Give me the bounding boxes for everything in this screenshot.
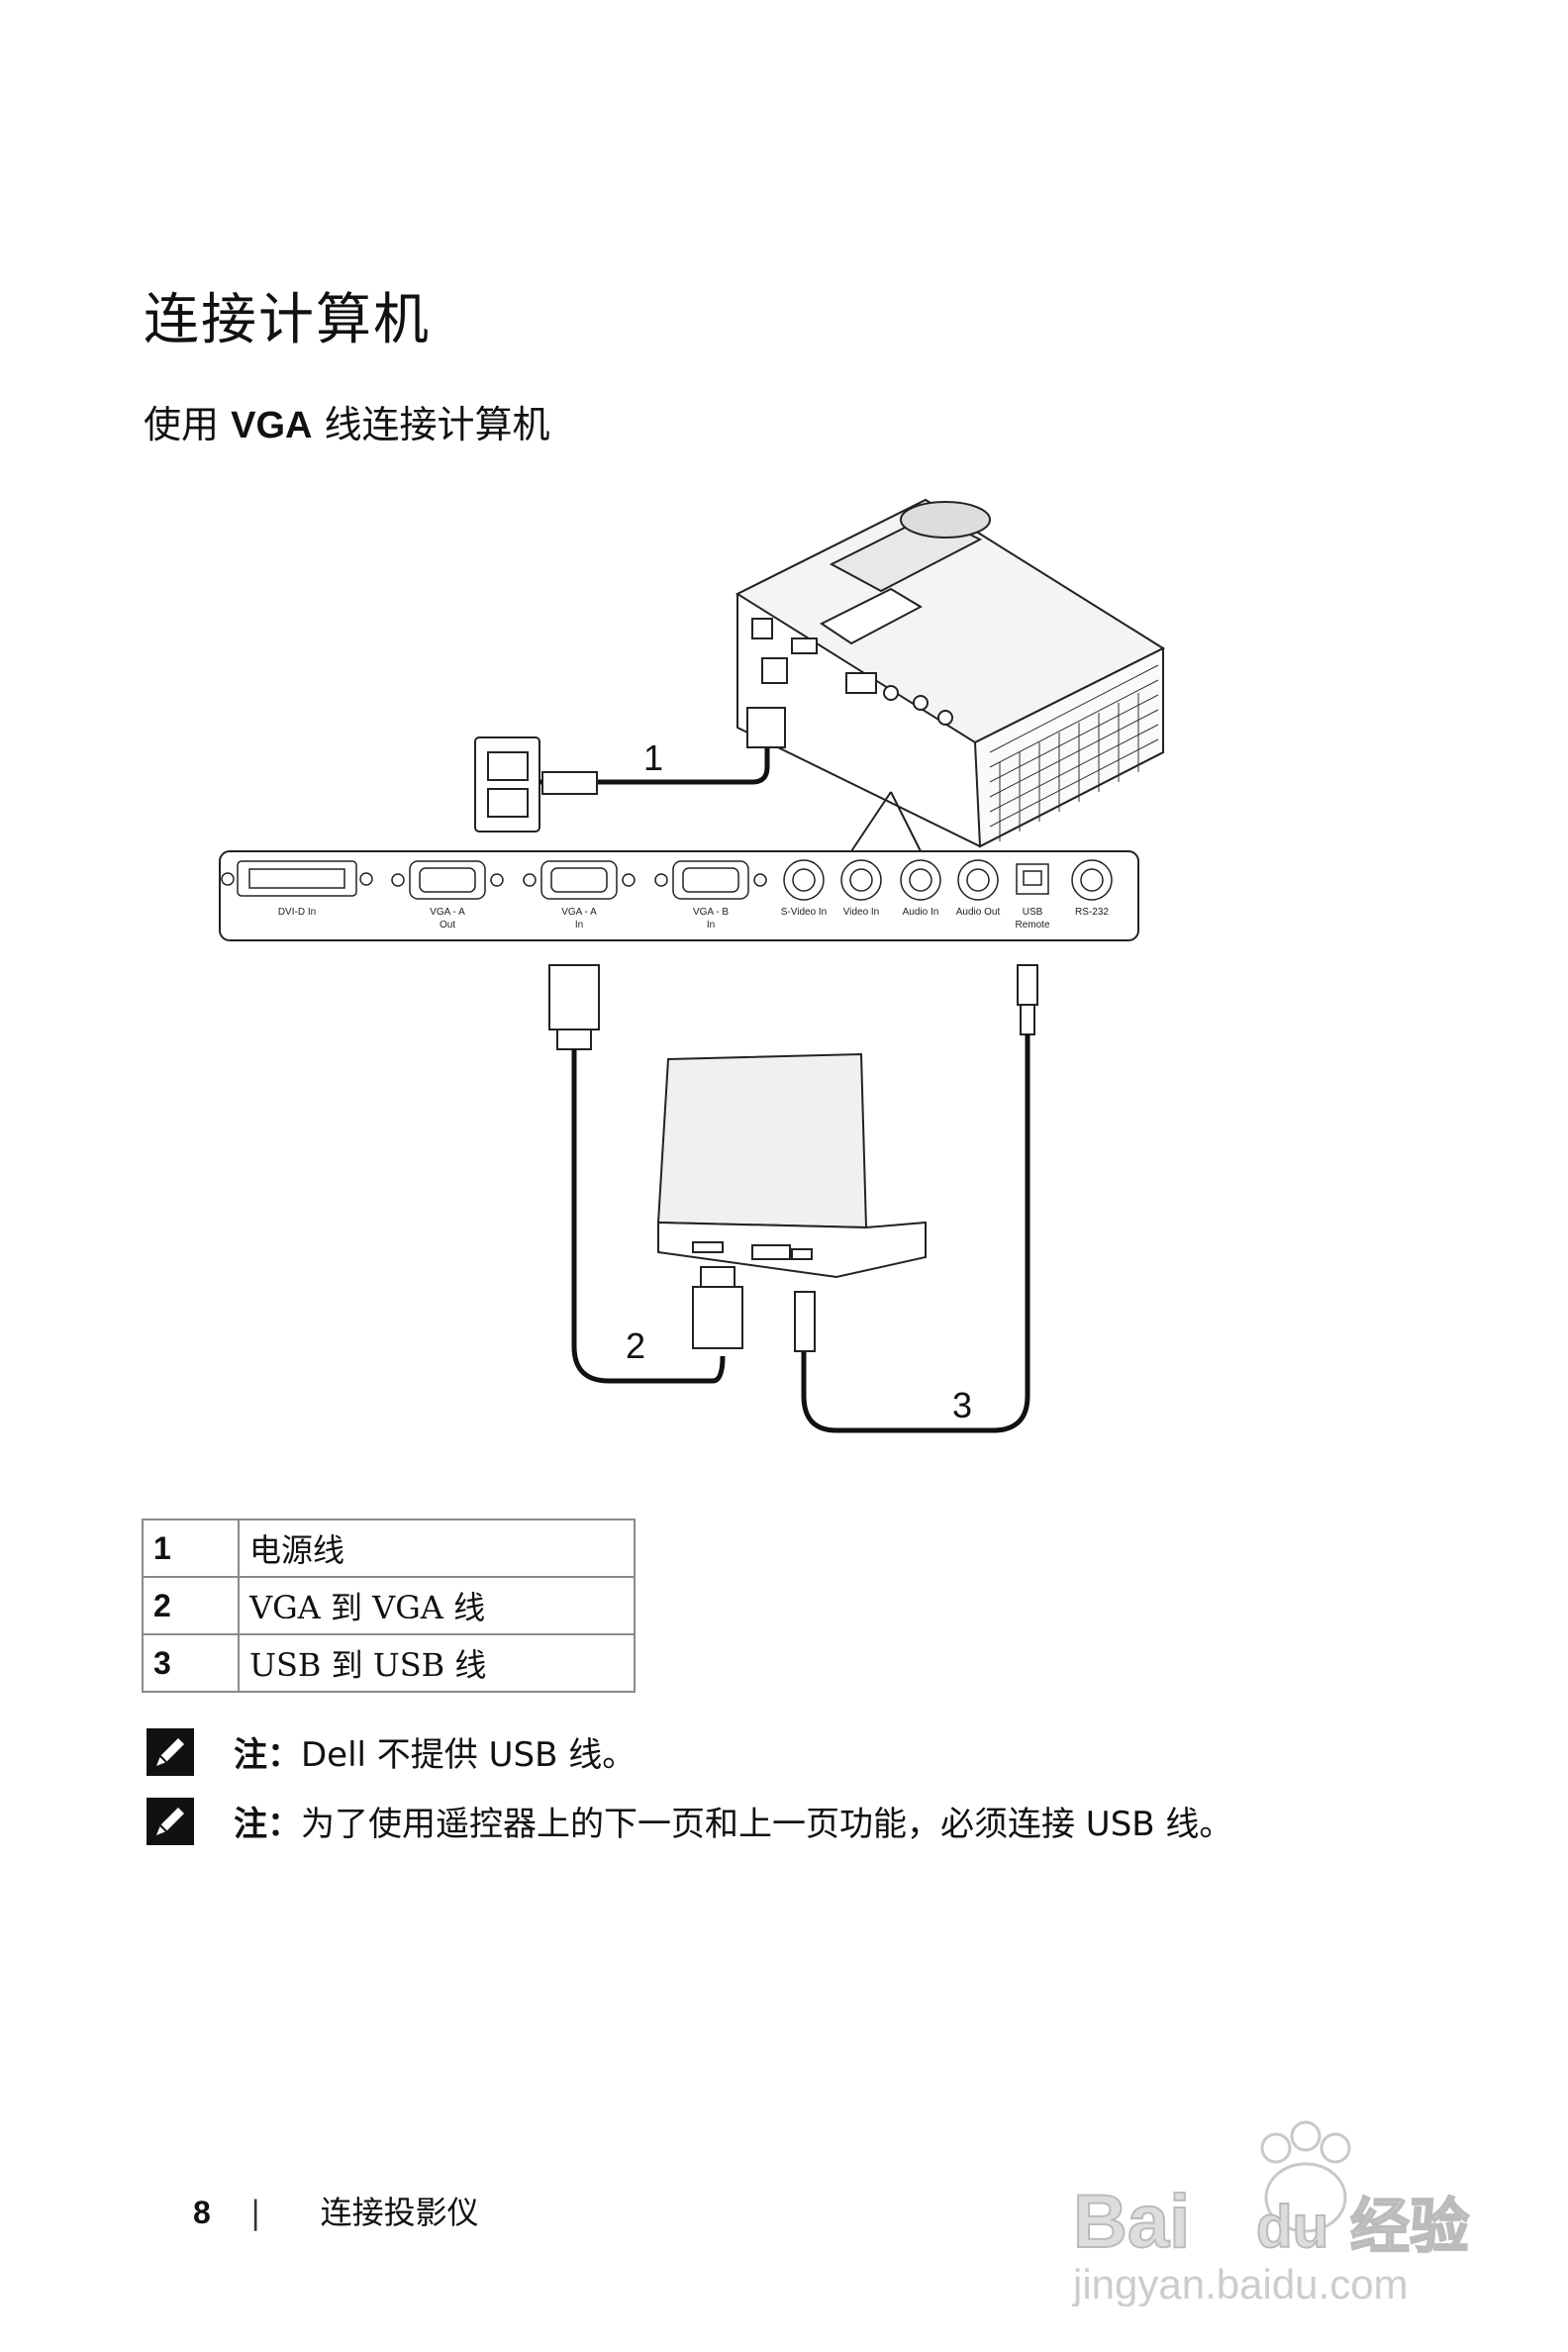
note-text: Dell 不提供 USB 线。	[301, 1735, 637, 1775]
table-row: 3 USB 到 USB 线	[142, 1633, 636, 1693]
pencil-note-icon	[147, 1797, 194, 1845]
baidu-watermark: Bai du 经验 jingyan.baidu.com	[1071, 2120, 1470, 2306]
subtitle-prefix: 使用	[144, 403, 232, 446]
subtitle-bold: VGA	[231, 405, 313, 446]
legend-num: 3	[142, 1633, 240, 1693]
dvi-d-in-port: DVI-D In	[221, 860, 373, 918]
port-label: RS-232	[1075, 907, 1109, 918]
paw-logo-icon	[1260, 2120, 1351, 2233]
legend-num: 1	[142, 1519, 240, 1578]
vga-a-in-port: VGA - A In	[523, 860, 636, 931]
legend-desc: USB 到 USB 线	[238, 1633, 636, 1693]
subtitle-suffix: 线连接计算机	[312, 403, 550, 446]
footer-section: 连接投影仪	[320, 2194, 479, 2231]
page-title: 连接计算机	[144, 288, 431, 352]
legend-desc: VGA 到 VGA 线	[238, 1576, 636, 1635]
port-label-sub: Remote	[1015, 920, 1049, 931]
page-footer: 8 | 连接投影仪	[193, 2188, 479, 2233]
rs-232-port: RS-232	[1071, 859, 1113, 918]
port-label-sub: In	[707, 920, 715, 931]
legend-num: 2	[142, 1576, 240, 1635]
note-2: 注：为了使用遥控器上的下一页和上一页功能，必须连接 USB 线。	[147, 1797, 1232, 1845]
legend-desc: 电源线	[238, 1519, 636, 1578]
note-label: 注：	[234, 1805, 301, 1844]
audio-out-port: Audio Out	[956, 859, 1001, 918]
callout-2: 2	[626, 1325, 645, 1366]
callout-1: 1	[643, 737, 663, 778]
port-label: Audio In	[903, 907, 939, 918]
port-label: Video In	[843, 907, 880, 918]
footer-separator: |	[249, 2194, 261, 2231]
pencil-note-icon	[147, 1727, 194, 1776]
section-subtitle: 使用 VGA 线连接计算机	[144, 394, 550, 448]
s-video-in-port: S-Video In	[781, 859, 828, 918]
port-label-sub: Out	[440, 920, 455, 931]
usb-cable	[794, 964, 1038, 1433]
note-label: 注：	[234, 1735, 301, 1775]
port-label: S-Video In	[781, 907, 828, 918]
page-number: 8	[193, 2195, 211, 2230]
port-label: DVI-D In	[278, 907, 316, 918]
video-in-port: Video In	[840, 859, 882, 918]
table-row: 2 VGA 到 VGA 线	[142, 1576, 636, 1635]
note-1: 注：Dell 不提供 USB 线。	[147, 1727, 636, 1776]
usb-remote-port: USB Remote	[1015, 863, 1050, 931]
table-row: 1 电源线	[142, 1519, 636, 1578]
watermark-brand: Bai	[1073, 2180, 1190, 2264]
port-label: VGA - A	[430, 907, 465, 918]
projector-illustration	[735, 498, 1166, 848]
port-panel: DVI-D In VGA - A Out VGA - A In VGA - B In S-Vi…	[219, 850, 1139, 941]
connection-diagram: 1 DVI-D In VGA - A Out VGA - A In VGA - B In S-…	[219, 498, 1166, 1433]
legend-table: 1 电源线 2 VGA 到 VGA 线 3 USB 到 USB 线	[142, 1519, 636, 1693]
vga-b-in-port: VGA - B In	[654, 860, 767, 931]
vga-cable	[548, 964, 743, 1384]
audio-in-port: Audio In	[900, 859, 941, 918]
vga-a-out-port: VGA - A Out	[391, 860, 504, 931]
watermark-brand2: du	[1256, 2194, 1328, 2260]
port-label: VGA - B	[693, 907, 729, 918]
power-cable	[539, 707, 786, 795]
port-label: Audio Out	[956, 907, 1001, 918]
callout-3: 3	[952, 1385, 972, 1425]
watermark-cn: 经验	[1350, 2193, 1469, 2262]
wall-outlet	[474, 736, 540, 833]
port-label-sub: In	[575, 920, 583, 931]
note-text: 为了使用遥控器上的下一页和上一页功能，必须连接 USB 线。	[301, 1805, 1233, 1844]
laptop-illustration	[656, 1052, 927, 1279]
port-label: VGA - A	[561, 907, 597, 918]
watermark-url: jingyan.baidu.com	[1071, 2261, 1409, 2306]
port-label: USB	[1023, 907, 1043, 918]
